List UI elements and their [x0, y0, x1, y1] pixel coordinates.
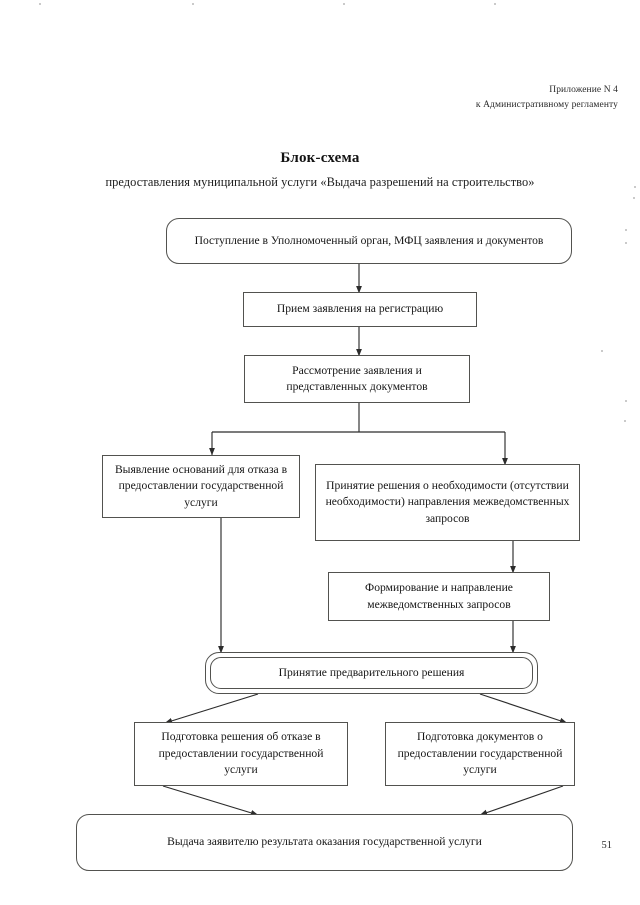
node-inner-frame: Принятие предварительного решения	[210, 657, 533, 689]
node-preliminary-decision[interactable]: Принятие предварительного решения	[205, 652, 538, 694]
node-label: Рассмотрение заявления и представленных …	[286, 363, 428, 394]
node-result-issue[interactable]: Выдача заявителю результата оказания гос…	[76, 814, 573, 871]
scan-speck	[624, 420, 626, 422]
node-label: Подготовка решения об отказе в предостав…	[158, 730, 324, 777]
node-label: Выявление оснований для отказа в предост…	[114, 462, 288, 509]
node-review[interactable]: Рассмотрение заявления и представленных …	[244, 355, 470, 403]
node-label: Выдача заявителю результата оказания гос…	[167, 835, 482, 849]
scan-speck	[633, 197, 635, 199]
scan-speck	[634, 186, 636, 188]
scan-speck	[601, 350, 603, 352]
scan-speck	[192, 3, 194, 5]
node-label: Формирование и направление межведомствен…	[365, 581, 513, 611]
node-registration[interactable]: Прием заявления на регистрацию	[243, 292, 477, 327]
scan-speck	[625, 229, 627, 231]
node-label: Принятие предварительного решения	[278, 665, 465, 679]
node-interagency-requests[interactable]: Формирование и направление межведомствен…	[328, 572, 550, 621]
header-line-regulation: к Административному регламенту	[475, 100, 618, 110]
header-line-appendix: Приложение N 4	[549, 85, 618, 95]
document-header: Приложение N 4 к Административному регла…	[476, 83, 618, 113]
node-label: Поступление в Уполномоченный орган, МФЦ …	[194, 233, 544, 247]
node-label: Подготовка документов о предоставлении г…	[397, 730, 563, 777]
page-number: 51	[601, 840, 613, 851]
scan-speck	[494, 3, 496, 5]
node-prepare-refusal[interactable]: Подготовка решения об отказе в предостав…	[134, 722, 348, 786]
page-title: Блок-схема	[280, 150, 360, 166]
node-prepare-documents[interactable]: Подготовка документов о предоставлении г…	[385, 722, 575, 786]
scan-speck	[39, 3, 41, 5]
node-label: Прием заявления на регистрацию	[276, 302, 444, 316]
node-intake[interactable]: Поступление в Уполномоченный орган, МФЦ …	[166, 218, 572, 264]
scan-speck	[625, 242, 627, 244]
node-interagency-decision[interactable]: Принятие решения о необходимости (отсутс…	[315, 464, 580, 541]
scan-speck	[625, 400, 627, 402]
node-label: Принятие решения о необходимости (отсутс…	[325, 478, 570, 525]
scan-speck	[343, 3, 345, 5]
node-refusal-grounds[interactable]: Выявление оснований для отказа в предост…	[102, 455, 300, 518]
page-subtitle: предоставления муниципальной услуги «Выд…	[105, 175, 535, 189]
